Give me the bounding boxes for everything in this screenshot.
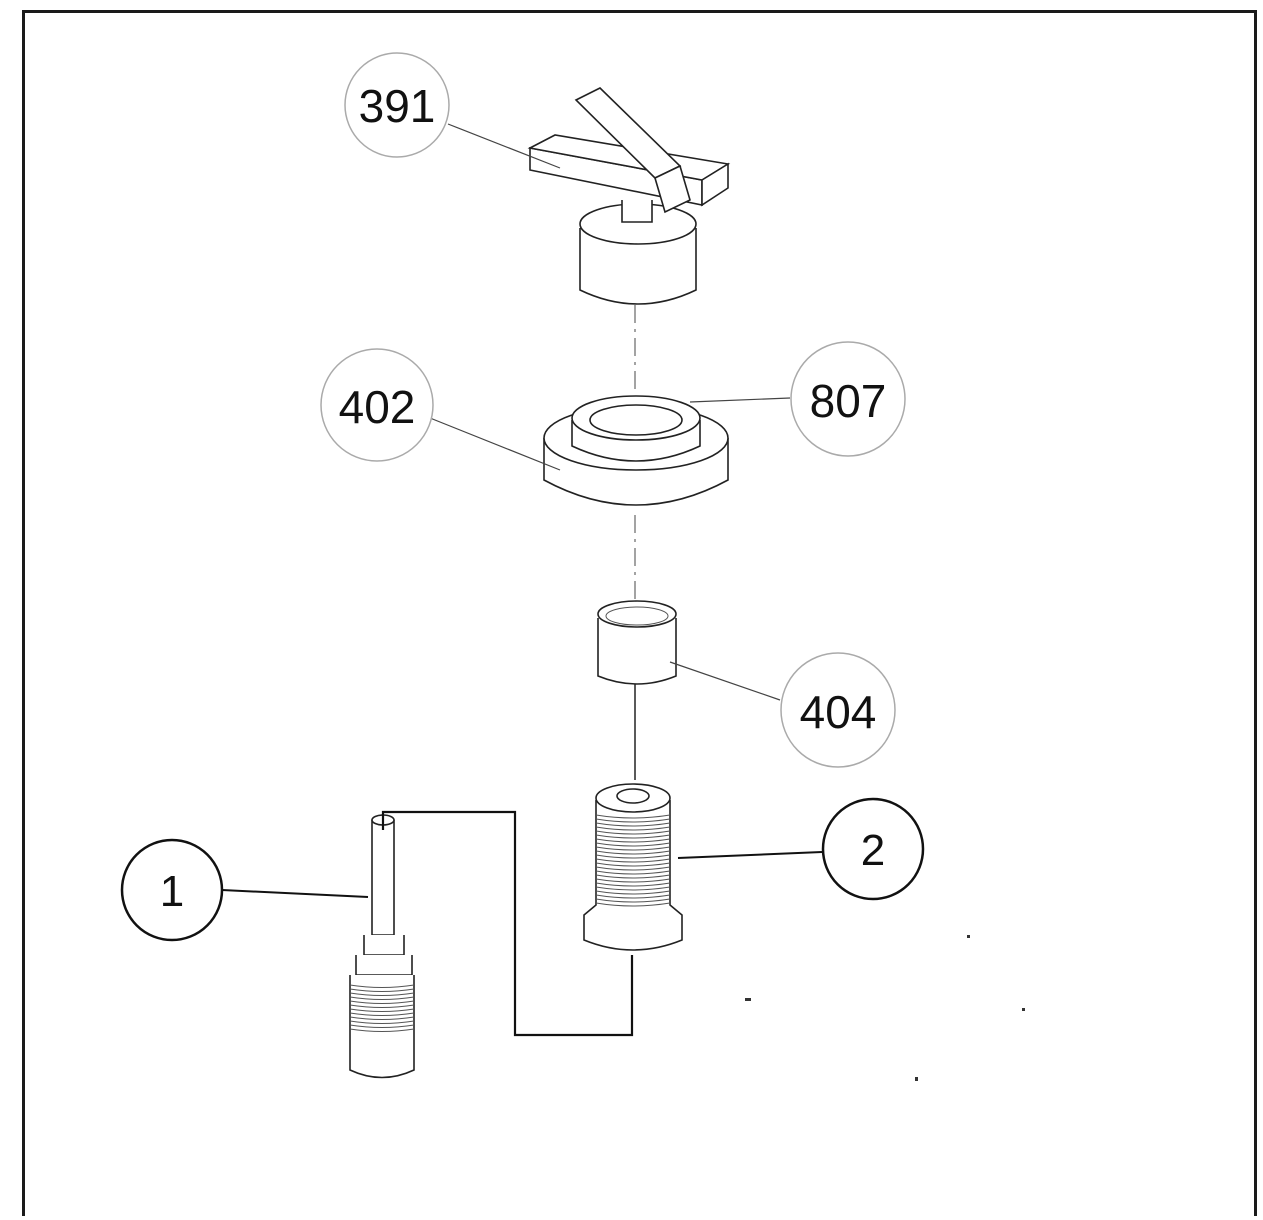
assembly-connector-line [381, 810, 634, 1037]
leader-lines [221, 123, 823, 898]
callout-1: 1 [120, 838, 224, 942]
scan-specks [745, 935, 1025, 1081]
svg-text:391: 391 [359, 80, 436, 132]
flange-part [543, 395, 729, 506]
svg-text:404: 404 [800, 686, 877, 738]
callout-391: 391 [344, 52, 450, 158]
svg-text:402: 402 [339, 381, 416, 433]
cartridge-part [349, 814, 415, 1079]
svg-text:2: 2 [861, 826, 885, 875]
drawing-frame [22, 10, 1257, 1216]
svg-text:1: 1 [160, 867, 184, 916]
svg-text:807: 807 [810, 375, 887, 427]
threaded-body-part [583, 783, 683, 951]
callout-404: 404 [780, 652, 896, 768]
cross-handle-part [527, 87, 731, 305]
callout-402: 402 [320, 348, 434, 462]
sleeve-part [597, 600, 677, 685]
callout-2: 2 [821, 797, 925, 901]
callout-807: 807 [790, 341, 906, 457]
